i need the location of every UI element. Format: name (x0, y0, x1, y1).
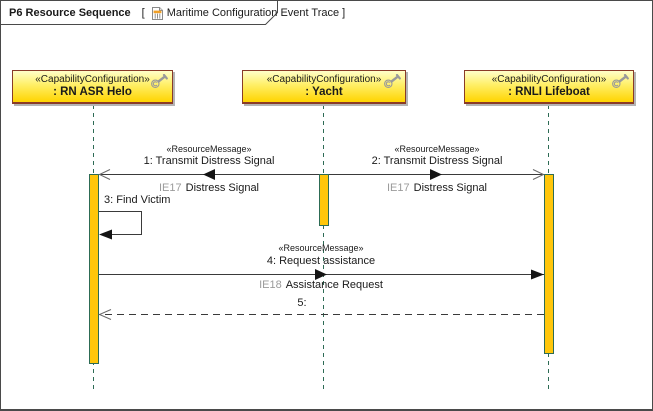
activation-rnli-lifeboat[interactable] (544, 174, 554, 354)
lifeline-name: : RN ASR Helo (53, 86, 132, 98)
capability-configuration-icon (150, 73, 169, 89)
message-2-label[interactable]: 2: Transmit Distress Signal (371, 155, 503, 167)
capability-configuration-icon (383, 73, 402, 89)
flow-id: IE18 (259, 279, 282, 291)
message-2-line[interactable] (329, 169, 545, 180)
message-5-label[interactable]: 5: (297, 297, 307, 309)
message-2-stereotype: «ResourceMessage» (394, 144, 480, 154)
message-4-line[interactable] (99, 269, 544, 280)
flow-name: Distress Signal (413, 182, 487, 194)
lifeline-stereotype: «CapabilityConfiguration» (35, 74, 150, 85)
message-4-label[interactable]: 4: Request assistance (266, 255, 376, 267)
activation-rn-asr-helo[interactable] (89, 174, 99, 364)
lifeline-head-rn-asr-helo[interactable]: «CapabilityConfiguration» : RN ASR Helo (12, 70, 173, 104)
message-4-stereotype: «ResourceMessage» (278, 243, 364, 253)
activation-yacht[interactable] (319, 174, 329, 226)
message-1-label[interactable]: 1: Transmit Distress Signal (143, 155, 275, 167)
flow-id: IE17 (159, 182, 182, 194)
message-1-line[interactable] (98, 169, 319, 180)
frame-label: P6 Resource Sequence [ Maritime Configur… (9, 4, 348, 22)
frame-close-bracket: ] (342, 7, 346, 19)
message-1-stereotype: «ResourceMessage» (166, 144, 252, 154)
lifeline-yacht[interactable] (323, 105, 324, 389)
frame-title: P6 Resource Sequence (9, 7, 131, 19)
lifeline-name: : RNLI Lifeboat (508, 86, 590, 98)
capability-configuration-icon (611, 73, 630, 89)
message-3-label[interactable]: 3: Find Victim (104, 194, 171, 206)
frame-open-bracket: [ (141, 7, 145, 19)
frame-label-border (1, 1, 278, 25)
message-3-self-line[interactable] (99, 211, 142, 240)
flow-name: Assistance Request (285, 279, 383, 291)
flow-name: Distress Signal (185, 182, 259, 194)
frame-diagram-name: Maritime Configuration Event Trace (166, 7, 340, 19)
lifeline-name: : Yacht (305, 86, 343, 98)
message-5-return-line[interactable] (98, 309, 544, 320)
lifeline-head-rnli-lifeboat[interactable]: «CapabilityConfiguration» : RNLI Lifeboa… (464, 70, 634, 104)
flow-id: IE17 (387, 182, 410, 194)
sequence-diagram-icon (151, 6, 164, 21)
lifeline-stereotype: «CapabilityConfiguration» (266, 74, 382, 85)
lifeline-stereotype: «CapabilityConfiguration» (491, 74, 607, 85)
lifeline-head-yacht[interactable]: «CapabilityConfiguration» : Yacht (242, 70, 406, 104)
